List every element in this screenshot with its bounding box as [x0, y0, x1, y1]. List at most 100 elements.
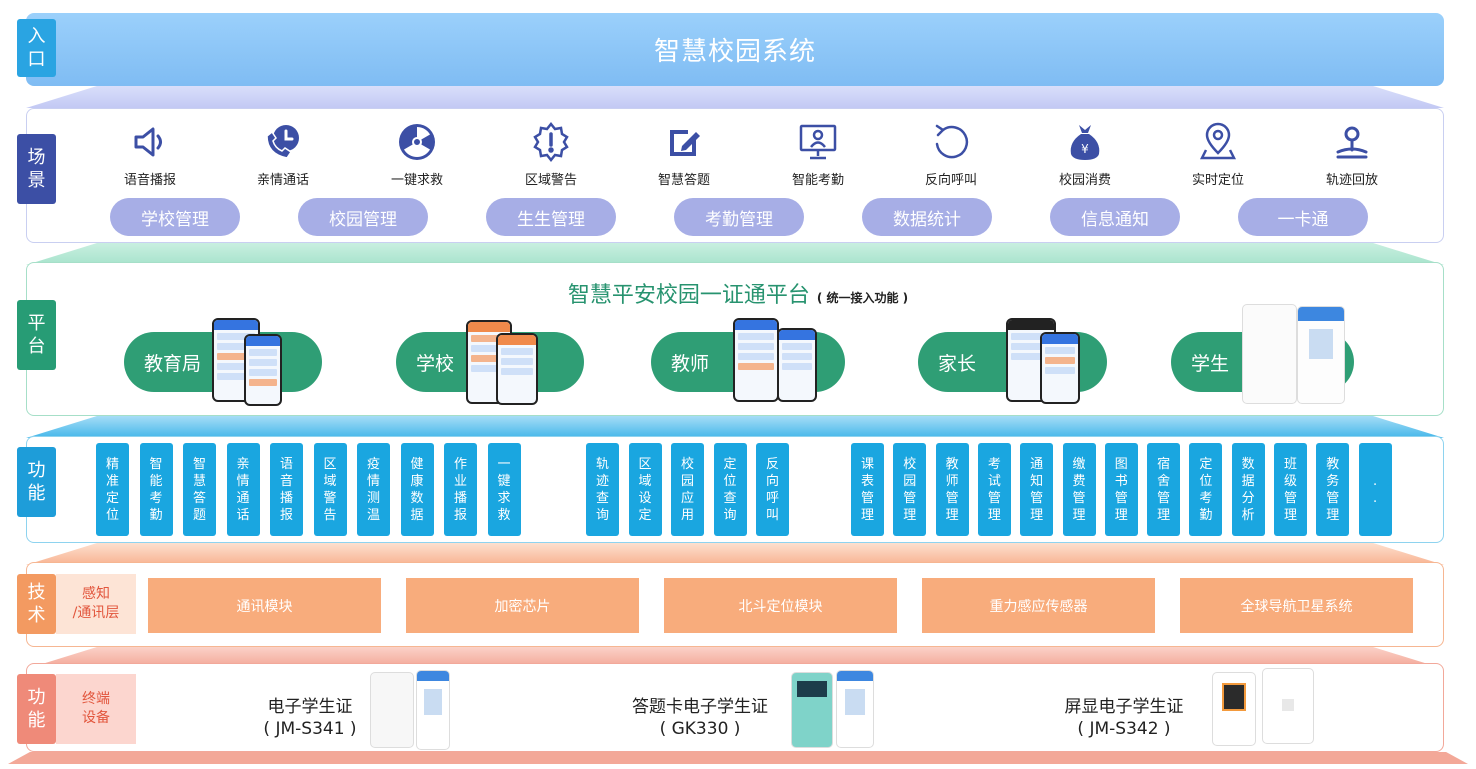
function-column: 疫情测温	[357, 443, 390, 536]
function-column: 定位考勤	[1189, 443, 1223, 536]
function-column-char: 求	[497, 490, 511, 506]
function-column-char: 慧	[192, 473, 206, 489]
role-label: 教育局	[144, 352, 202, 375]
function-column-char: 管	[945, 490, 959, 506]
entry-tag-char: 口	[27, 49, 46, 70]
function-column-char: 班	[1283, 456, 1297, 472]
function-column: 智慧答题	[183, 443, 216, 536]
function-column-char: 理	[987, 507, 1001, 523]
function-column-char: 向	[765, 473, 779, 489]
function-column-char: 分	[1241, 490, 1255, 506]
device-label: 屏显电子学生证 ( JM-S342 )	[1052, 696, 1196, 740]
scene-pill: 信息通知	[1050, 198, 1180, 236]
function-column-char: 询	[723, 507, 737, 523]
role-label: 学校	[416, 352, 455, 375]
function-column-char: 位	[1199, 473, 1213, 489]
scene-item: 反向呼叫	[896, 122, 1006, 188]
function-column-char: 考	[149, 490, 163, 506]
device-image	[370, 672, 414, 748]
connector-2	[26, 243, 1444, 265]
tech-block: 通讯模块	[148, 578, 381, 633]
function-column: 反向呼叫	[756, 443, 789, 536]
device-image	[416, 670, 450, 750]
function-column-char: 一	[497, 456, 511, 472]
role-label: 教师	[671, 352, 710, 375]
function-column-char: 测	[366, 490, 380, 506]
function-column-char: 叫	[765, 507, 779, 523]
function-column-char: 区	[638, 456, 652, 472]
function-column-char: 情	[236, 473, 250, 489]
function-column-char: 管	[860, 490, 874, 506]
function-column-char: 播	[279, 490, 293, 506]
function-column-char: 管	[1072, 490, 1086, 506]
function-column: 通知管理	[1020, 443, 1054, 536]
function-column-char: 教	[945, 456, 959, 472]
scene-item-label: 实时定位	[1191, 173, 1244, 188]
student-card-image	[1242, 304, 1297, 404]
scene-item-label: 校园消费	[1058, 173, 1111, 188]
function-column-char: 园	[680, 473, 694, 489]
function-column-char: 报	[453, 507, 467, 523]
function-column-char: 定	[1199, 456, 1213, 472]
device-label: 电子学生证 ( JM-S341 )	[240, 696, 380, 740]
function-column-char: 勤	[149, 507, 163, 523]
function-column-char: 课	[860, 456, 874, 472]
function-column-char: 教	[1326, 456, 1340, 472]
function-column-char: 应	[680, 490, 694, 506]
scene-pill: 校园管理	[298, 198, 428, 236]
device-name: 电子学生证	[267, 697, 353, 717]
track-pin-icon	[1336, 126, 1368, 159]
student-card-image	[1297, 306, 1345, 404]
scene-item: 语音播报	[95, 122, 205, 188]
svg-text:¥: ¥	[1081, 142, 1089, 156]
function-column-char: 管	[1030, 490, 1044, 506]
function-column: 图书管理	[1104, 443, 1138, 536]
function-column-char: .	[1373, 490, 1378, 506]
phone-clock-icon	[266, 125, 299, 159]
function-column: 校园管理	[893, 443, 927, 536]
speaker-icon	[134, 127, 162, 157]
function-column-char: 图	[1114, 456, 1128, 472]
platform-tag-char: 平	[27, 313, 46, 334]
function-column-char: 知	[1030, 473, 1044, 489]
scene-pill: 数据统计	[862, 198, 992, 236]
function-column: 教师管理	[935, 443, 969, 536]
function-column-char: 告	[323, 507, 337, 523]
connector-3	[26, 416, 1444, 438]
tech-sub-line: /通讯层	[72, 605, 120, 621]
function-column-char: 缴	[1072, 456, 1086, 472]
function-column-char: 话	[236, 507, 250, 523]
function-column-char: 情	[366, 473, 380, 489]
function-column: 健康数据	[400, 443, 434, 536]
function-column-char: 设	[638, 490, 652, 506]
function-column-char: 准	[105, 473, 119, 489]
terminal-sub-line: 设备	[82, 710, 110, 726]
scene-item-label: 智能考勤	[791, 173, 844, 188]
function-column-char: 管	[1283, 490, 1297, 506]
function-column-char: 书	[1114, 473, 1128, 489]
function-column-char: 救	[497, 507, 511, 523]
function-column-char: 试	[987, 473, 1001, 489]
function-column-char: 健	[410, 456, 424, 472]
terminal-sub-tag: 终端 设备	[56, 674, 136, 744]
function-column: 班级管理	[1274, 443, 1307, 536]
function-column-char: .	[1373, 473, 1378, 489]
device-image	[1262, 668, 1314, 744]
function-column-char: 温	[366, 507, 380, 523]
function-column-char: 管	[1326, 490, 1340, 506]
terminal-tag-char: 功	[27, 687, 46, 708]
warning-badge-icon	[533, 122, 569, 162]
entry-tag: 入 口	[17, 19, 56, 77]
function-column: 数据分析	[1231, 443, 1265, 536]
function-column-char: 园	[903, 473, 917, 489]
platform-tag: 平 台	[17, 300, 56, 370]
function-column: 课表管理	[851, 443, 884, 536]
function-column: 作业播报	[444, 443, 477, 536]
function-column-char: 位	[723, 473, 737, 489]
function-column-char: 理	[1283, 507, 1297, 523]
function-column-char: 务	[1326, 473, 1340, 489]
connector-1	[26, 86, 1444, 108]
scene-item: 实时定位	[1163, 122, 1273, 188]
function-column-char: 校	[680, 456, 694, 472]
function-column-char: 位	[105, 507, 119, 523]
